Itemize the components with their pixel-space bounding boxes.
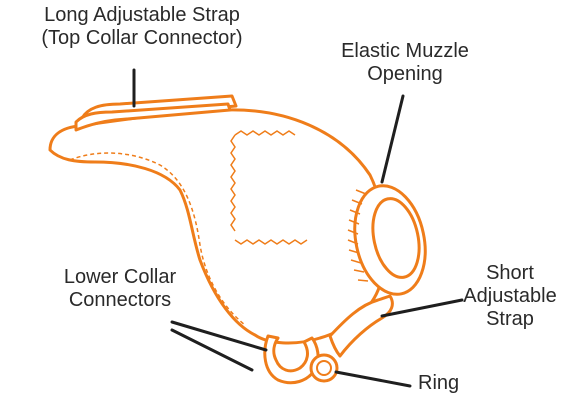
label-long-adjustable-strap: Long Adjustable Strap (Top Collar Connec… — [2, 4, 282, 50]
leader-lower-connector-b — [172, 330, 252, 370]
label-lower-collar-connectors: Lower Collar Connectors — [45, 266, 195, 312]
label-long-strap-line1: Long Adjustable Strap — [2, 4, 282, 27]
label-long-strap-line2: (Top Collar Connector) — [2, 27, 282, 50]
label-short-adjustable-strap: Short Adjustable Strap — [458, 262, 562, 331]
leader-elastic-opening — [382, 96, 403, 182]
label-lower-line1: Lower Collar — [45, 266, 195, 289]
label-ring: Ring — [418, 372, 459, 395]
label-elastic-line2: Opening — [320, 63, 490, 86]
label-short-line1: Short — [458, 262, 562, 285]
leader-ring — [336, 372, 410, 386]
label-elastic-muzzle-opening: Elastic Muzzle Opening — [320, 40, 490, 86]
label-lower-line2: Connectors — [45, 289, 195, 312]
ring-inner — [317, 361, 331, 375]
label-short-line3: Strap — [458, 308, 562, 331]
label-short-line2: Adjustable — [458, 285, 562, 308]
leader-short-strap — [382, 300, 462, 316]
label-elastic-line1: Elastic Muzzle — [320, 40, 490, 63]
label-ring-line1: Ring — [418, 372, 459, 395]
